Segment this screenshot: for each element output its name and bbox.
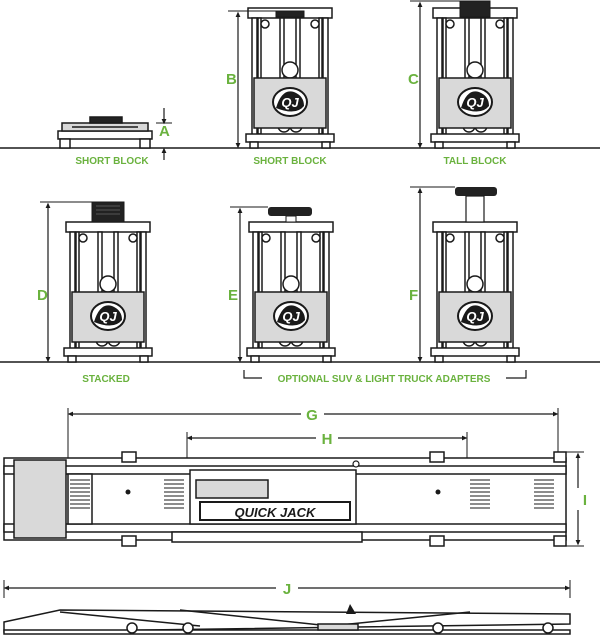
panel-e-suv-adapter: E — [228, 206, 336, 363]
panel-c-tall-block: C TALL BLOCK — [408, 0, 520, 167]
dimension-c-label: C — [408, 71, 419, 88]
dimension-b-label: B — [226, 71, 237, 88]
panel-a-lowered: A SHORT BLOCK — [57, 108, 172, 167]
panel-a-caption: SHORT BLOCK — [75, 156, 149, 167]
dimension-d-label: D — [37, 287, 48, 304]
dimension-g-label: G — [306, 407, 318, 424]
ground-lines — [0, 147, 600, 363]
dimension-e-label: E — [228, 287, 238, 304]
panel-b-short-block: B SHORT BLOCK — [226, 7, 335, 167]
dimension-f-label: F — [409, 287, 418, 304]
panel-d-caption: STACKED — [82, 374, 130, 385]
side-view: J — [3, 580, 571, 635]
quickjack-brand-logo: QUICK JACK — [235, 505, 318, 520]
dimension-j-label: J — [283, 581, 291, 598]
adapters-caption: OPTIONAL SUV & LIGHT TRUCK ADAPTERS — [278, 374, 491, 385]
dimension-a-label: A — [159, 123, 170, 140]
panel-f-truck-adapter: F — [409, 186, 520, 363]
dimension-h-label: H — [322, 431, 333, 448]
panel-d-stacked: D STACKED — [37, 201, 153, 385]
adapters-bracket: OPTIONAL SUV & LIGHT TRUCK ADAPTERS — [243, 370, 527, 385]
panel-c-caption: TALL BLOCK — [444, 156, 508, 167]
top-view: G H QUICK — [3, 407, 587, 547]
dimension-i-label: I — [583, 492, 587, 509]
panel-b-caption: SHORT BLOCK — [253, 156, 327, 167]
